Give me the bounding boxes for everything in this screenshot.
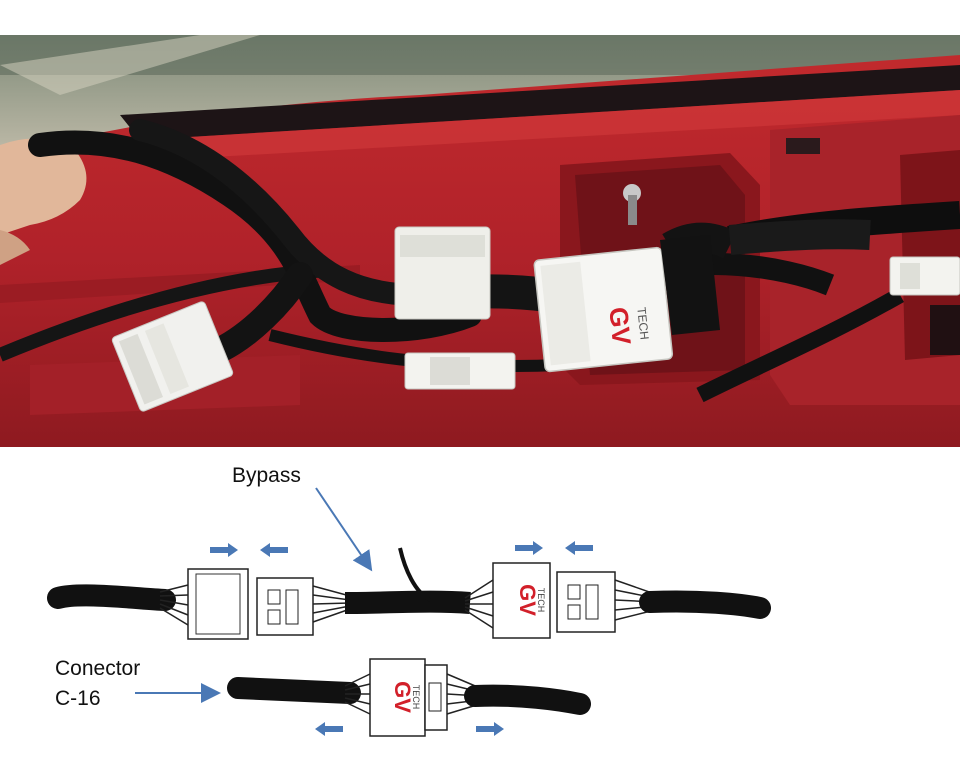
gvtech-module-top: GV TECH (492, 562, 551, 639)
cable-bottom-left (227, 677, 361, 704)
wire-fan-bottom-left (344, 673, 371, 715)
cable-left (47, 584, 176, 611)
photo-connector-small (404, 352, 516, 390)
wire-fan-module-left (464, 579, 494, 629)
c16-male-bottom (424, 664, 448, 731)
gvtech-module-bottom: GV TECH (369, 658, 426, 737)
photo-connector-top (394, 226, 491, 320)
connector-male-right (556, 571, 616, 633)
conector-code-label: C-16 (55, 687, 101, 710)
arrows-top-right (515, 541, 593, 555)
wire-fan-left (159, 584, 189, 626)
logo-sub-top: TECH (536, 588, 546, 613)
hand (0, 138, 87, 235)
photo-logo-mark: GV (603, 306, 637, 347)
c16-male-top (256, 577, 314, 636)
photo-logo-sub: TECH (634, 307, 651, 341)
bypass-cable (344, 590, 471, 614)
logo-sub-bottom: TECH (411, 685, 421, 710)
photo-connector-right (889, 256, 960, 296)
cable-right (639, 590, 771, 619)
photo-gvtech-module: GV TECH (533, 246, 674, 373)
wiring-diagram: GV TECH (0, 447, 960, 774)
harness-photo: GV TECH (0, 35, 960, 447)
wire-fan-mid (312, 585, 351, 623)
conector-label: Conector (55, 657, 141, 680)
bypass-label: Bypass (232, 464, 301, 487)
logo-top: GV (515, 584, 540, 616)
arrows-top-left (210, 543, 288, 557)
photo-connector-left (111, 301, 234, 412)
cable-bottom-right (464, 684, 591, 715)
bypass-pointer (315, 487, 373, 572)
arrows-bottom (315, 722, 504, 736)
c16-female-top (187, 568, 249, 640)
logo-bottom: GV (390, 681, 415, 713)
bypass-wire (398, 547, 432, 602)
